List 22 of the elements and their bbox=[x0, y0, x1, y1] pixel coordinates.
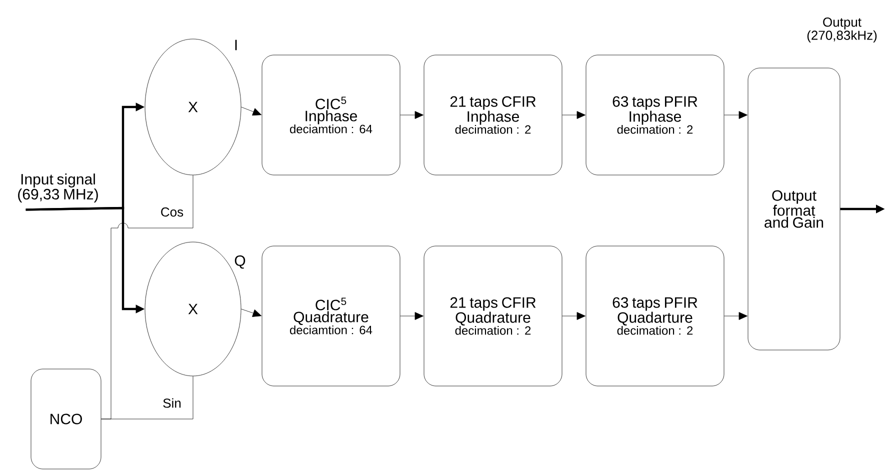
filter-box: CIC$^{5}$ Inphase deciamtion : 64 bbox=[262, 54, 400, 176]
connector bbox=[562, 111, 586, 119]
connector bbox=[400, 111, 424, 119]
connector bbox=[400, 312, 424, 320]
filter-box: 63 taps PFIR Inphase decimation : 2 bbox=[586, 54, 724, 176]
output-label: Output (270,83kHz) bbox=[807, 18, 877, 42]
signal-label: I bbox=[235, 40, 237, 50]
connector bbox=[724, 111, 748, 119]
connector bbox=[562, 312, 586, 320]
edge-label: Cos bbox=[159, 206, 185, 218]
oscillator-box: NCO bbox=[30, 368, 102, 470]
connector bbox=[101, 376, 194, 420]
filter-box: 63 taps PFIR Quadarture decimation : 2 bbox=[586, 246, 724, 386]
filter-box: CIC$^{5}$ Quadrature deciamtion : 64 bbox=[262, 246, 400, 386]
input-label: Input signal (69,33 MHz) bbox=[18, 174, 98, 202]
connector bbox=[724, 312, 748, 320]
connector bbox=[241, 106, 262, 116]
filter-box: 21 taps CFIR Inphase decimation : 2 bbox=[424, 54, 562, 176]
edge-label: Sin bbox=[162, 397, 182, 409]
output-box: Output format and Gain bbox=[748, 68, 840, 350]
connector bbox=[241, 308, 262, 317]
filter-box: 21 taps CFIR Quadrature decimation : 2 bbox=[424, 246, 562, 386]
